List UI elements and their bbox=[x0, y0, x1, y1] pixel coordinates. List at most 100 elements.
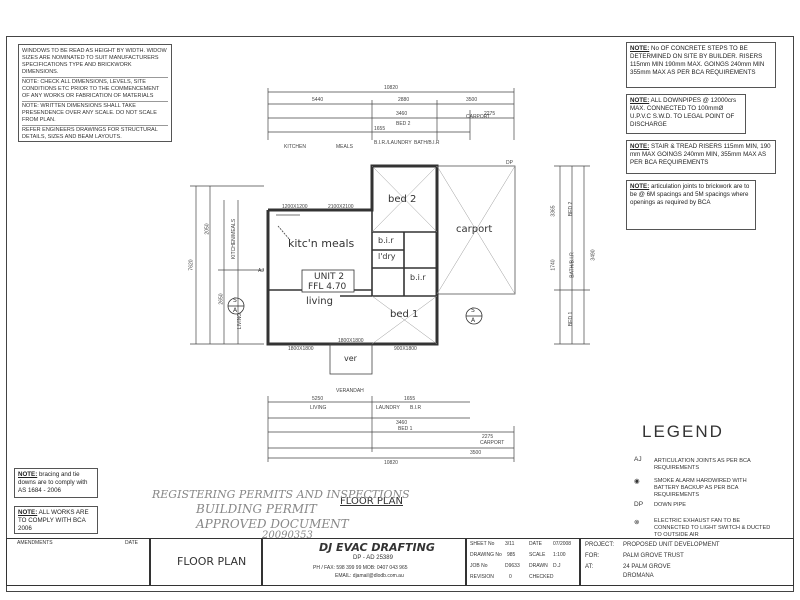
room-label-carport: carport bbox=[456, 224, 493, 235]
aj-marker: AJ bbox=[258, 268, 264, 274]
dim-left-overall: 7620 bbox=[188, 259, 195, 271]
date-value: 07/2008 bbox=[553, 541, 572, 547]
note-check-dimensions: NOTE: CHECK ALL DIMENSIONS, LEVELS, SITE… bbox=[22, 78, 168, 102]
dim-top-c: 3500 bbox=[466, 97, 478, 103]
legend-dp-symbol: DP bbox=[634, 501, 644, 508]
dim-bottom-b: 3460 bbox=[396, 420, 408, 426]
note-stair-tread: NOTE: STAIR & TREAD RISERS 115mm MIN, 19… bbox=[626, 140, 776, 174]
dim-label-kitchen: KITCHEN bbox=[284, 144, 306, 150]
for-label: FOR: bbox=[585, 553, 600, 559]
dim-label-bir-laundry: B.I.R./LAUNDRY bbox=[374, 140, 412, 146]
scale-label: SCALE bbox=[529, 552, 546, 558]
dim-right-c: 1740 bbox=[550, 259, 557, 271]
drawing-sheet bbox=[6, 36, 794, 592]
ffl-value: FFL 4.70 bbox=[308, 282, 347, 292]
dim-bottom-c: 1655 bbox=[404, 396, 416, 402]
drawing-no-value: 985 bbox=[507, 552, 516, 558]
note-articulation: NOTE: articulation joints to brickwork a… bbox=[626, 180, 756, 230]
company-dp: DP - AD 25389 bbox=[353, 555, 393, 561]
dim-bottom-overall: 10820 bbox=[384, 460, 398, 466]
amendments-table: AMENDMENTS DATE bbox=[6, 538, 150, 586]
for-value: PALM GROVE TRUST bbox=[623, 553, 684, 559]
dim-top-overall: 10820 bbox=[384, 85, 398, 91]
dim-label-bed2: BED 2 bbox=[396, 121, 411, 127]
sheet-no-value: 3/11 bbox=[505, 541, 515, 547]
legend-dp-text: DOWN PIPE bbox=[654, 502, 687, 508]
note-written-dimensions: NOTE: WRITTEN DIMENSIONS SHALL TAKE PRES… bbox=[22, 102, 168, 126]
job-no-value: D9633 bbox=[505, 563, 520, 569]
dim-top-a: 5440 bbox=[312, 97, 324, 103]
window-label: 1800X1800 bbox=[338, 338, 364, 344]
dim-label-living: LIVING bbox=[310, 405, 327, 411]
dim-label-living-left: LIVING bbox=[237, 312, 244, 330]
interior-walls bbox=[268, 210, 437, 297]
dim-top-e: 3460 bbox=[396, 111, 408, 117]
drawn-value: D.J bbox=[553, 563, 561, 569]
note-engineers: REFER ENGINEERS DRAWINGS FOR STRUCTURAL … bbox=[22, 127, 158, 140]
room-label-bir-bottom: b.i.r bbox=[410, 273, 426, 282]
at-value: 24 PALM GROVE bbox=[623, 564, 671, 570]
floor-plan-caption: FLOOR PLAN bbox=[340, 496, 403, 507]
permit-stamp-line1: REGISTERING PERMITS AND INSPECTIONS bbox=[152, 488, 410, 501]
company-box: DJ EVAC DRAFTING DP - AD 25389 PH / FAX:… bbox=[262, 538, 466, 586]
smoke-alarm-icon: ◉ bbox=[634, 478, 640, 485]
drawing-no-label: DRAWING No bbox=[470, 552, 502, 558]
company-phone: PH / FAX: 598 399 99 MOB: 0407 043 965 bbox=[313, 565, 408, 571]
drawn-label: DRAWN bbox=[529, 563, 548, 569]
dim-label-bath-right: BATH/B.I.R bbox=[569, 252, 576, 278]
note-bracing: NOTE: bracing and tie downs are to compl… bbox=[14, 468, 98, 498]
dim-top-d: 2275 bbox=[484, 111, 496, 117]
room-label-kitchen-meals: kitc'n meals bbox=[288, 237, 355, 250]
revision-label: REVISION bbox=[470, 574, 494, 580]
permit-stamp-number: 20090353 bbox=[262, 530, 313, 541]
amendments-date-header: DATE bbox=[125, 540, 138, 546]
sheet-no-label: SHEET No bbox=[470, 541, 495, 547]
dim-left-b: 2650 bbox=[218, 293, 225, 305]
section-label-s: S bbox=[233, 297, 237, 304]
dim-bottom-e: 2275 bbox=[482, 434, 494, 440]
legend-aj-text: ARTICULATION JOINTS AS PER BCA REQUIREME… bbox=[654, 458, 751, 471]
at-label: AT: bbox=[585, 564, 594, 570]
dim-top-f: 1655 bbox=[374, 126, 386, 132]
permit-stamp-line3: APPROVED DOCUMENT bbox=[196, 517, 349, 531]
checked-label: CHECKED bbox=[529, 574, 554, 580]
dim-label-carport-bottom: CARPORT bbox=[480, 440, 505, 446]
dim-label-verandah: VERANDAH bbox=[336, 388, 364, 394]
dim-label-bath: BATH/B.I.R bbox=[414, 140, 440, 146]
legend-title: LEGEND bbox=[642, 422, 724, 441]
project-box: PROJECT: PROPOSED UNIT DEVELOPMENT FOR: … bbox=[580, 538, 794, 586]
dim-left-a: 2050 bbox=[204, 223, 211, 235]
job-no-label: JOB No bbox=[470, 563, 488, 569]
unit-number: UNIT 2 bbox=[314, 272, 345, 282]
permit-stamp-line2: BUILDING PERMIT bbox=[196, 502, 317, 516]
unit-label-box bbox=[301, 269, 355, 293]
sheet-title: FLOOR PLAN bbox=[177, 555, 247, 568]
legend-smoke-alarm-text: SMOKE ALARM HARDWIRED WITH BATTERY BACKU… bbox=[654, 478, 747, 498]
room-label-bir-top: b.i.r bbox=[378, 236, 394, 245]
dim-label-bir: B.I.R bbox=[410, 405, 422, 411]
room-label-living: living bbox=[306, 296, 333, 307]
amendments-header: AMENDMENTS bbox=[17, 540, 53, 546]
window-label: 2100X2100 bbox=[328, 204, 354, 210]
dim-right-b: 3490 bbox=[590, 249, 597, 261]
section-label-a: A bbox=[233, 307, 238, 314]
dim-label-bed2-right: BED 2 bbox=[568, 201, 575, 217]
project-value: PROPOSED UNIT DEVELOPMENT bbox=[623, 542, 720, 548]
company-email: EMAIL: djamail@dlodb.com.au bbox=[335, 573, 404, 579]
window-label: 1200X1200 bbox=[282, 204, 308, 210]
legend-exhaust-fan-text: ELECTRIC EXHAUST FAN TO BE CONNECTED TO … bbox=[654, 518, 771, 538]
dp-marker: DP bbox=[506, 160, 513, 166]
at-value-suburb: DROMANA bbox=[623, 573, 654, 579]
scale-value: 1:100 bbox=[553, 552, 566, 558]
project-label: PROJECT: bbox=[585, 542, 615, 548]
dim-bottom-a: 5250 bbox=[312, 396, 324, 402]
room-label-laundry: l'dry bbox=[378, 252, 396, 261]
dim-label-meals: MEALS bbox=[336, 144, 353, 150]
note-bca: NOTE: ALL WORKS ARE TO COMPLY WITH BCA 2… bbox=[14, 506, 98, 534]
room-label-bed1: bed 1 bbox=[390, 309, 419, 320]
sheet-title-box: FLOOR PLAN bbox=[150, 538, 262, 586]
window-label: 1800X1800 bbox=[288, 346, 314, 352]
room-label-verandah: ver bbox=[344, 354, 357, 363]
verandah-outline bbox=[329, 343, 373, 375]
